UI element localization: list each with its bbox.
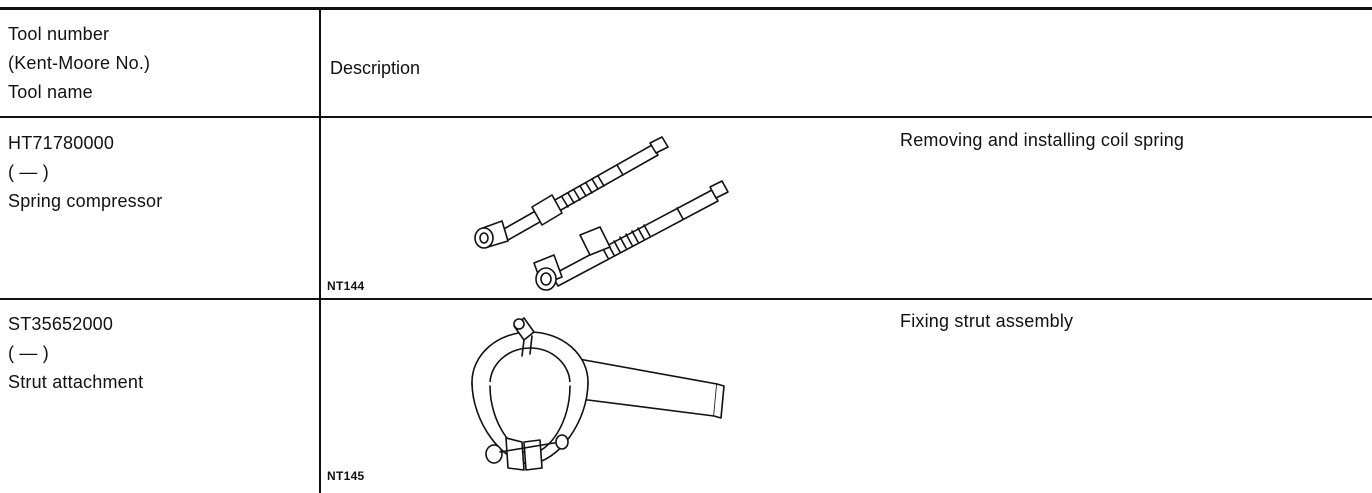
table-top-rule xyxy=(0,7,1372,10)
header-kent-moore-label: (Kent-Moore No.) xyxy=(8,53,151,73)
row2-column-divider xyxy=(319,300,321,493)
table-row-tool-info: ST35652000 ( — ) Strut attachment xyxy=(8,310,143,397)
row1-bottom-rule xyxy=(0,298,1372,300)
figure-code: NT144 xyxy=(327,279,365,293)
tool-name: Strut attachment xyxy=(8,372,144,392)
header-tool-info: Tool number (Kent-Moore No.) Tool name xyxy=(8,20,150,107)
strut-attachment-icon xyxy=(462,312,732,474)
kent-moore-number: ( — ) xyxy=(8,162,49,182)
tool-name: Spring compressor xyxy=(8,191,163,211)
header-column-divider xyxy=(319,10,321,116)
tool-number: HT71780000 xyxy=(8,133,115,153)
table-row-tool-info: HT71780000 ( — ) Spring compressor xyxy=(8,129,162,216)
header-tool-name-label: Tool name xyxy=(8,82,93,102)
tool-description: Fixing strut assembly xyxy=(900,311,1074,331)
tool-number: ST35652000 xyxy=(8,314,114,334)
row1-column-divider xyxy=(319,118,321,298)
figure-code: NT145 xyxy=(327,469,365,483)
spring-compressor-icon xyxy=(462,135,732,295)
header-tool-number-label: Tool number xyxy=(8,24,110,44)
tool-description: Removing and installing coil spring xyxy=(900,130,1185,150)
header-description-label: Description xyxy=(330,58,421,78)
header-bottom-rule xyxy=(0,116,1372,118)
kent-moore-number: ( — ) xyxy=(8,343,49,363)
